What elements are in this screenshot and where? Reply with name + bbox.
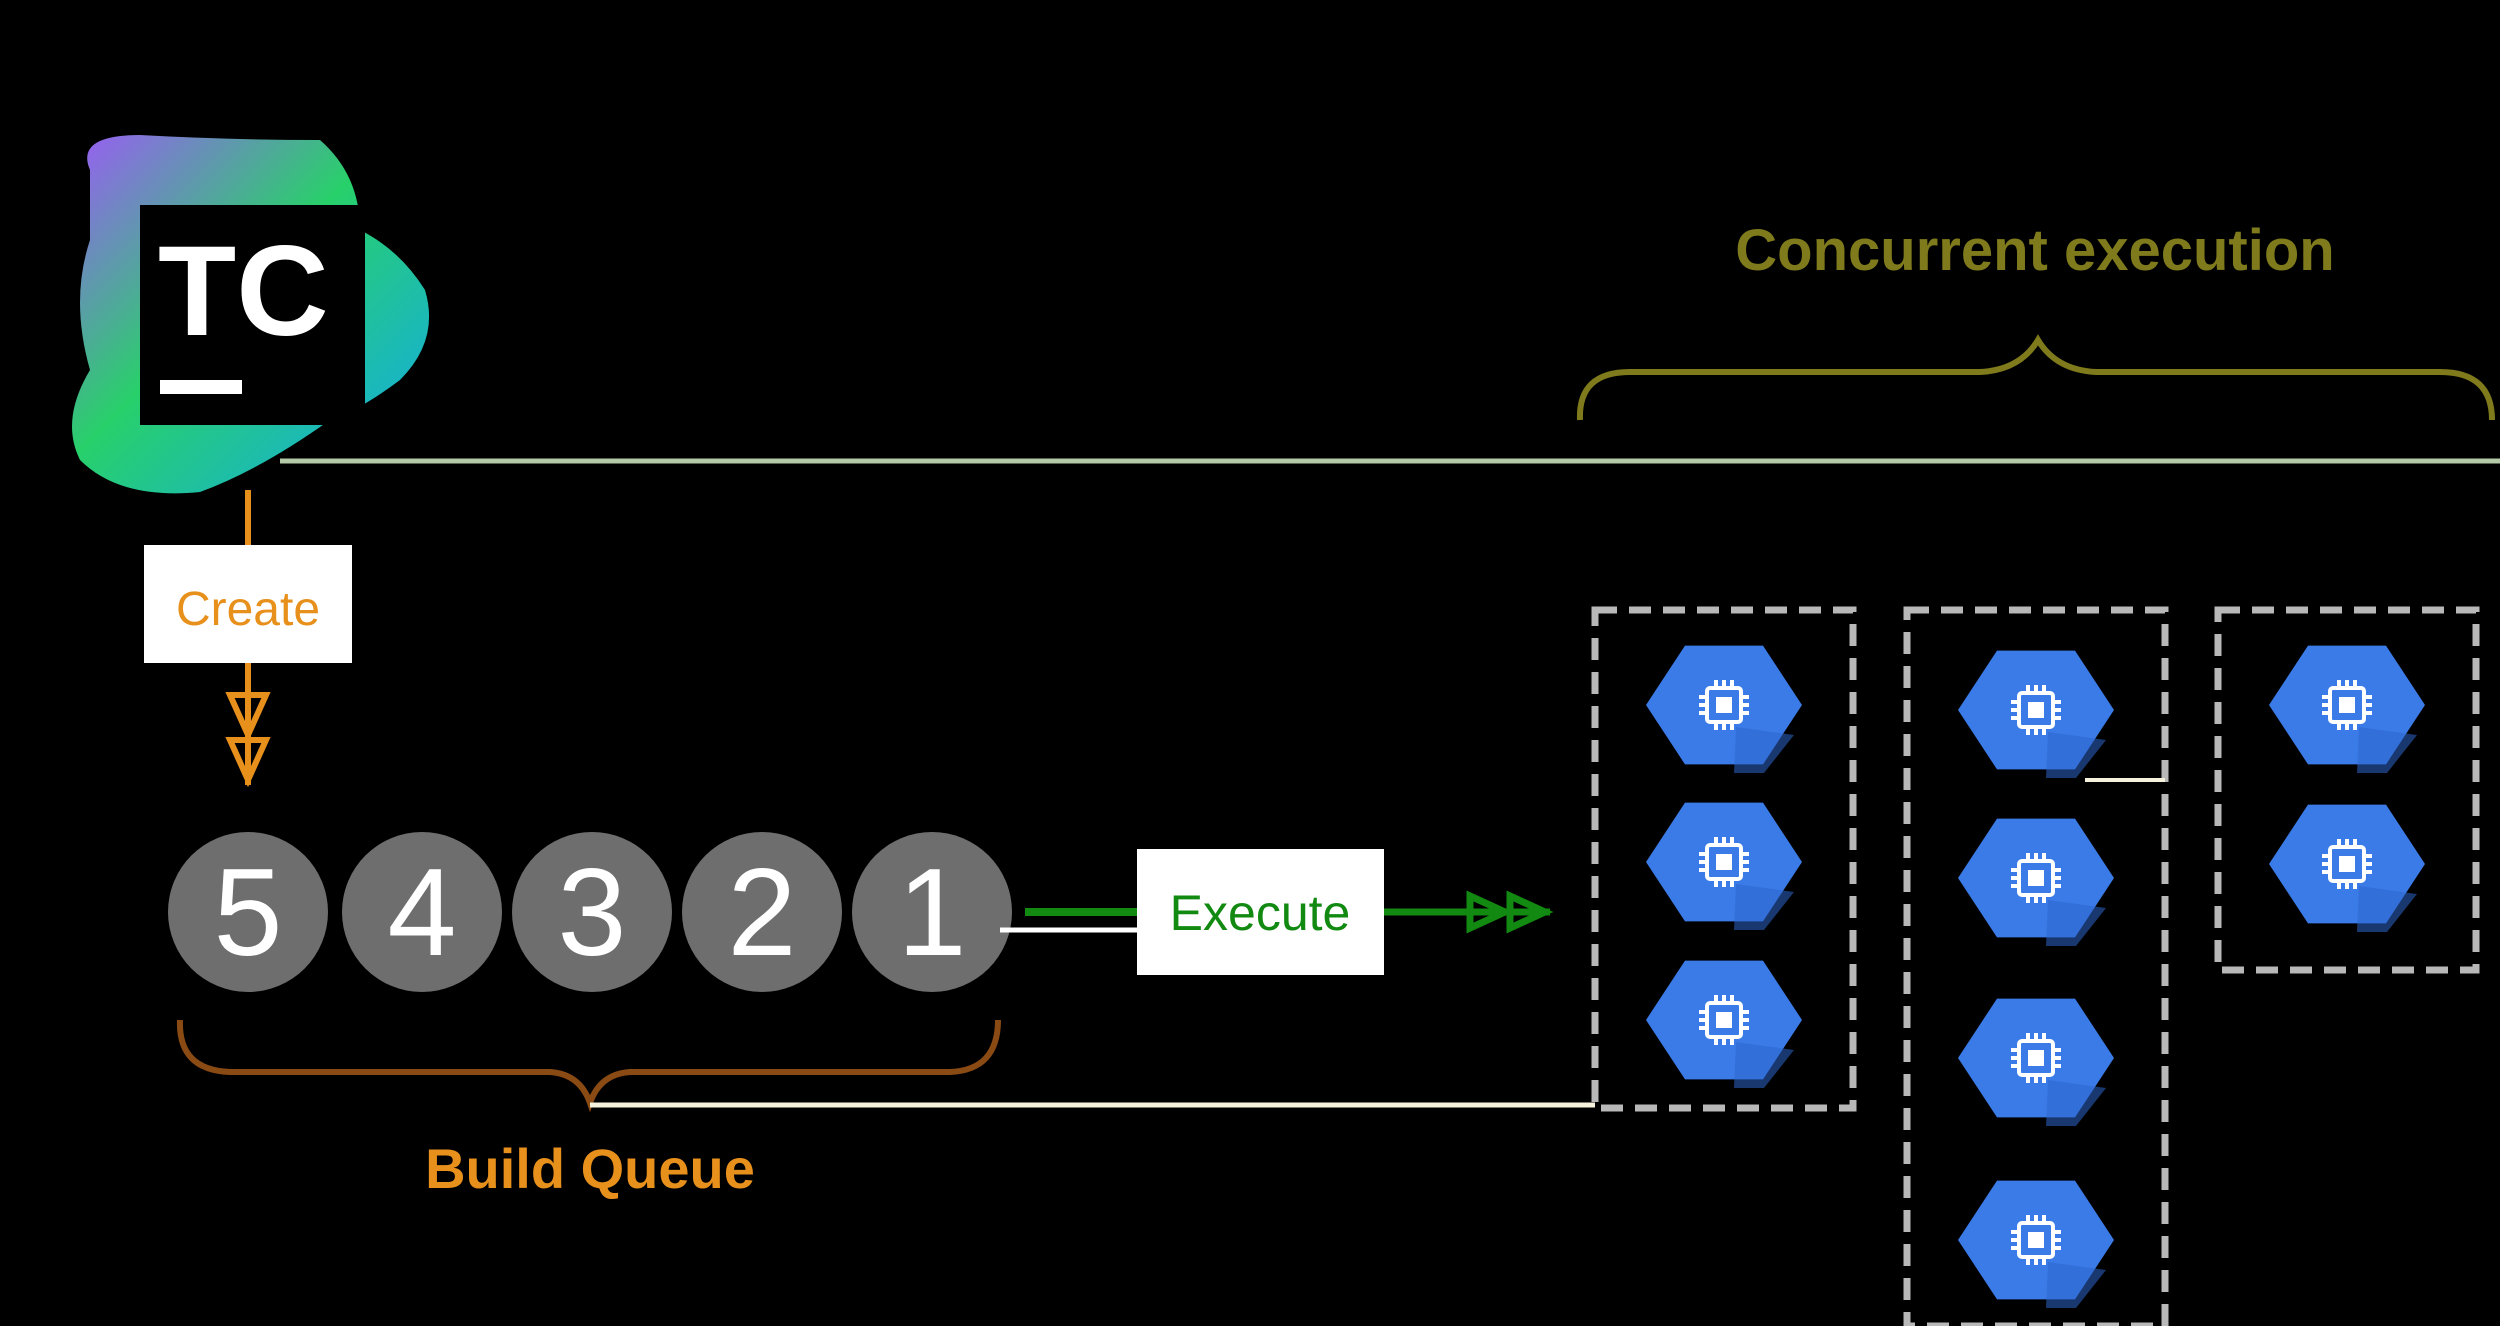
agent-pool: [2214, 606, 2480, 974]
queue-item-number: 3: [558, 844, 627, 982]
queue-item-circle: [168, 832, 328, 992]
queue-item: 1: [852, 832, 1012, 992]
build-agent-icon: [1646, 802, 1802, 930]
queue-item-circle: [512, 832, 672, 992]
build-agent-icon: [1958, 998, 2114, 1126]
concurrent-execution-brace: [1576, 334, 2495, 421]
create-arrow-icon: [225, 663, 271, 788]
create-label: Create: [176, 583, 320, 636]
build-agent-icon: [2269, 804, 2425, 932]
build-agent-icon: [1646, 645, 1802, 773]
build-queue-label: Build Queue: [425, 1137, 755, 1200]
agent-pool-border: [2214, 606, 2480, 974]
agent-pool: [1591, 606, 1857, 1112]
queue-item-number: 4: [388, 844, 457, 982]
queue-item-circle: [682, 832, 842, 992]
build-agent-icon: [2269, 645, 2425, 773]
build-agent-icon: [1958, 818, 2114, 946]
concurrent-execution-label: Concurrent execution: [1735, 218, 2334, 283]
queue-item-circle: [852, 832, 1012, 992]
agent-pools: [1591, 606, 2480, 1326]
queue-item: 4: [342, 832, 502, 992]
queue-item-circle: [342, 832, 502, 992]
execute-arrow-icon: [1384, 890, 1554, 934]
queue-item-number: 1: [898, 844, 967, 982]
execute-label: Execute: [1170, 885, 1351, 941]
queue-item-number: 2: [728, 844, 797, 982]
queue-item: 5: [168, 832, 328, 992]
agent-pool-border: [1591, 606, 1857, 1112]
teamcity-logo-icon: TC: [72, 135, 430, 494]
agent-pool-border: [1903, 606, 2169, 1326]
build-agent-icon: [1646, 960, 1802, 1088]
build-agent-icon: [1958, 1180, 2114, 1308]
execute-box: [1137, 849, 1384, 975]
logo-text: TC: [158, 220, 329, 363]
build-agent-icon: [1958, 650, 2114, 778]
build-queue-brace: [176, 1019, 1001, 1113]
create-box: [144, 545, 352, 663]
queue-item-number: 5: [214, 844, 283, 982]
queue-item: 2: [682, 832, 842, 992]
agent-pool: [1903, 606, 2169, 1326]
queue-item: 3: [512, 832, 672, 992]
